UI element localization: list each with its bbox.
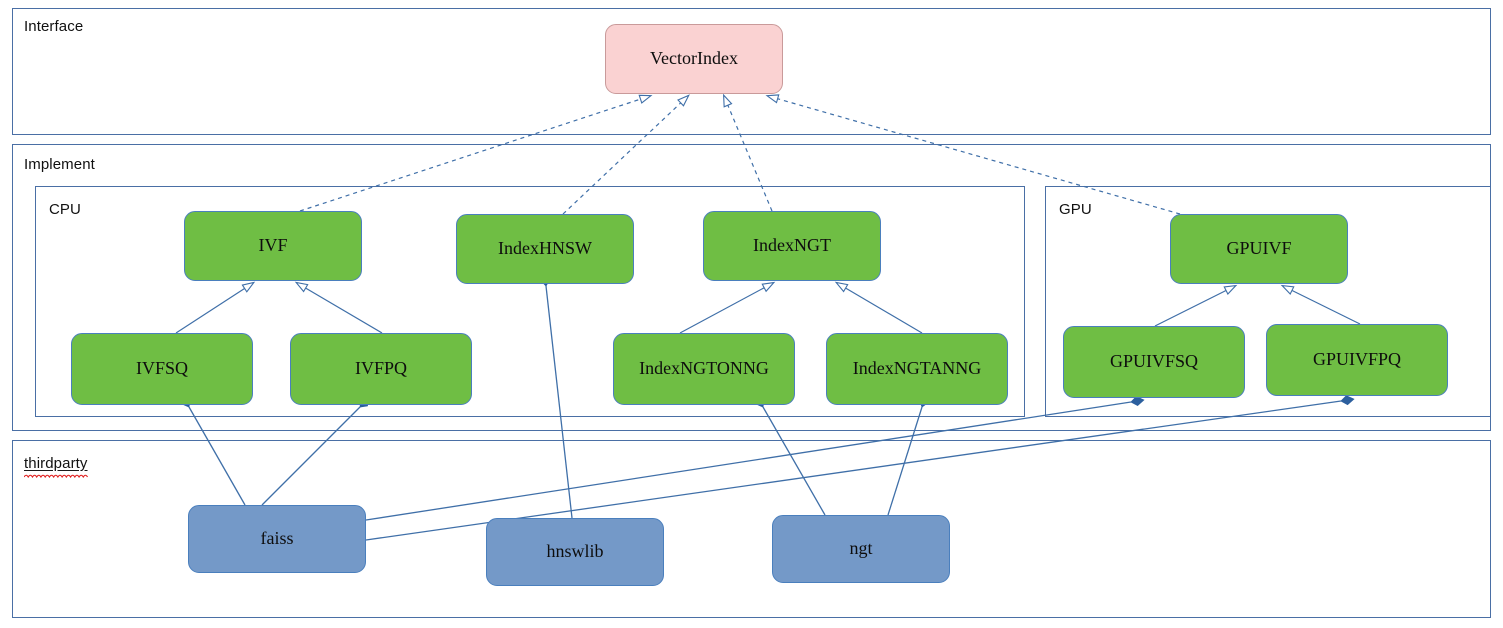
node-vectorindex[interactable]: VectorIndex — [605, 24, 783, 94]
node-label-hnswlib: hnswlib — [546, 541, 604, 562]
node-label-indexngt: IndexNGT — [753, 235, 831, 256]
node-hnswlib[interactable]: hnswlib — [486, 518, 664, 586]
node-label-gpuivfsq: GPUIVFSQ — [1109, 351, 1199, 372]
node-indexngt[interactable]: IndexNGT — [703, 211, 881, 281]
node-label-gpuivfpq: GPUIVFPQ — [1312, 349, 1402, 370]
node-label-indexngtanng: IndexNGTANNG — [852, 358, 982, 379]
node-indexhnsw[interactable]: IndexHNSW — [456, 214, 634, 284]
container-label-interface: Interface — [24, 18, 84, 35]
node-ivfsq[interactable]: IVFSQ — [71, 333, 253, 405]
node-indexngtonng[interactable]: IndexNGTONNG — [613, 333, 795, 405]
container-label-implement: Implement — [24, 156, 95, 173]
node-label-ngt: ngt — [849, 538, 873, 559]
node-label-ivfsq: IVFSQ — [135, 358, 188, 379]
node-faiss[interactable]: faiss — [188, 505, 366, 573]
node-label-ivf: IVF — [258, 235, 288, 256]
node-label-ivfpq: IVFPQ — [354, 358, 407, 379]
node-label-faiss: faiss — [260, 528, 294, 549]
container-label-thirdparty: thirdparty — [24, 455, 88, 478]
node-label-vectorindex: VectorIndex — [650, 48, 738, 69]
node-gpuivfpq[interactable]: GPUIVFPQ — [1266, 324, 1448, 396]
node-gpuivf[interactable]: GPUIVF — [1170, 214, 1348, 284]
node-ivfpq[interactable]: IVFPQ — [290, 333, 472, 405]
node-ngt[interactable]: ngt — [772, 515, 950, 583]
node-label-indexhnsw: IndexHNSW — [498, 238, 592, 259]
node-ivf[interactable]: IVF — [184, 211, 362, 281]
node-label-gpuivf: GPUIVF — [1226, 238, 1292, 259]
container-label-gpu: GPU — [1059, 201, 1092, 218]
container-label-cpu: CPU — [49, 201, 81, 218]
node-indexngtanng[interactable]: IndexNGTANNG — [826, 333, 1008, 405]
node-label-indexngtonng: IndexNGTONNG — [639, 358, 769, 379]
node-gpuivfsq[interactable]: GPUIVFSQ — [1063, 326, 1245, 398]
